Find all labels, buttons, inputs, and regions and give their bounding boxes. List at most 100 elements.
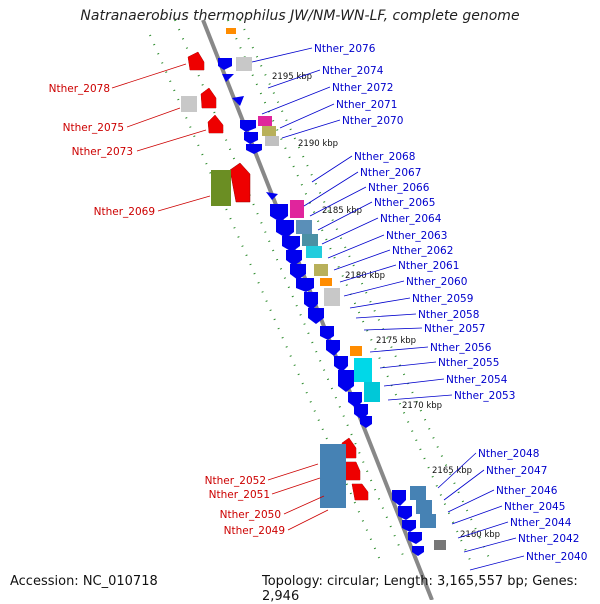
gene-label: Nther_2067: [360, 167, 421, 179]
tick-label: 2170 kbp: [402, 401, 442, 411]
gene-reverse: [308, 308, 324, 324]
gene-reverse: [222, 74, 234, 82]
gene-label: Nther_2071: [336, 99, 397, 111]
tick-label: 2180 kbp: [345, 271, 385, 281]
gene-forward: [229, 162, 251, 203]
gene-steel: [416, 500, 432, 514]
gene-teal: [302, 234, 318, 246]
gene-label: Nther_2058: [418, 309, 479, 321]
gene-magenta: [258, 116, 272, 126]
gene-reverse: [338, 370, 354, 392]
tick-label: 2195 kbp: [272, 72, 312, 82]
gene-label: Nther_2060: [406, 276, 467, 288]
gene-reverse: [270, 204, 288, 222]
gene-reverse: [398, 506, 412, 520]
gene-reverse: [290, 264, 306, 280]
gene-reverse: [296, 278, 314, 292]
gene-gray: [324, 288, 340, 306]
gene-reverse: [408, 532, 422, 544]
gene-label: Nther_2061: [398, 260, 459, 272]
tick-label: 2185 kbp: [322, 206, 362, 216]
label-connectors: [111, 47, 525, 571]
gene-label: Nther_2074: [322, 65, 384, 77]
gene-label: Nther_2076: [314, 43, 376, 55]
gene-label: Nther_2044: [510, 517, 572, 529]
gene-label: Nther_2051: [209, 489, 270, 501]
gene-magenta: [290, 200, 304, 218]
gene-label: Nther_2063: [386, 230, 447, 242]
gene-label: Nther_2049: [224, 525, 285, 537]
gene-reverse: [240, 120, 256, 132]
gene-label: Nther_2064: [380, 213, 442, 225]
gene-label: Nther_2057: [424, 323, 485, 335]
gene-label: Nther_2069: [94, 206, 155, 218]
gene-reverse: [266, 192, 278, 200]
gene-gray: [434, 540, 446, 550]
gene-label: Nther_2078: [49, 83, 110, 95]
gene-reverse: [218, 58, 232, 70]
gene-orange: [320, 278, 332, 286]
gene-label: Nther_2055: [438, 357, 499, 369]
gene-steel: [320, 444, 346, 508]
tick-label: 2190 kbp: [298, 139, 338, 149]
gene-label: Nther_2070: [342, 115, 403, 127]
gene-cyan: [354, 358, 372, 382]
forward-gene-fill: [188, 52, 368, 500]
tick-labels: 2195 kbp 2190 kbp 2185 kbp 2180 kbp 2175…: [272, 72, 500, 540]
gene-steel: [410, 486, 426, 500]
gene-reverse: [402, 520, 416, 532]
accession-text: Accession: NC_010718: [10, 574, 158, 589]
gene-khaki: [314, 264, 328, 276]
gene-gray: [265, 136, 279, 146]
gene-reverse: [244, 132, 258, 144]
gene-label: Nther_2072: [332, 82, 393, 94]
gene-label: Nther_2047: [486, 465, 547, 477]
gene-orange: [350, 346, 362, 356]
gene-reverse: [232, 96, 244, 106]
gene-label: Nther_2068: [354, 151, 415, 163]
gene-khaki: [262, 126, 276, 136]
gene-reverse: [360, 416, 372, 428]
gene-label: Nther_2052: [205, 475, 266, 487]
gene-cyan: [306, 246, 322, 258]
gene-label: Nther_2045: [504, 501, 565, 513]
gene-reverse: [334, 356, 348, 372]
gene-label: Nther_2053: [454, 390, 515, 402]
reverse-gene-labels: Nther_2076 Nther_2074 Nther_2072 Nther_2…: [314, 43, 587, 563]
gene-label: Nther_2062: [392, 245, 453, 257]
genome-title: Natranaerobius thermophilus JW/NM-WN-LF,…: [80, 8, 520, 24]
tick-label: 2160 kbp: [460, 530, 500, 540]
gene-label: Nther_2073: [72, 146, 133, 158]
gene-label: Nther_2046: [496, 485, 558, 497]
gene-label: Nther_2056: [430, 342, 492, 354]
gene-reverse: [320, 326, 334, 340]
gene-steel: [296, 220, 312, 234]
gene-label: Nther_2040: [526, 551, 587, 563]
other-genes: [181, 28, 446, 550]
gene-reverse: [286, 250, 302, 266]
gene-label: Nther_2048: [478, 448, 539, 460]
forward-gene-labels: Nther_2078 Nther_2075 Nther_2073 Nther_2…: [49, 83, 285, 537]
gene-gray: [236, 57, 252, 71]
gene-label: Nther_2050: [220, 509, 281, 521]
gene-gray: [181, 96, 197, 112]
gene-label: Nther_2066: [368, 182, 430, 194]
gene-reverse: [392, 490, 406, 506]
gene-reverse: [276, 220, 294, 238]
gene-reverse: [412, 546, 424, 556]
tick-label: 2175 kbp: [376, 336, 416, 346]
gene-label: Nther_2065: [374, 197, 435, 209]
gene-olive: [211, 170, 231, 206]
gene-reverse: [304, 292, 318, 310]
gene-steel: [420, 514, 436, 528]
gene-label: Nther_2042: [518, 533, 579, 545]
gene-label: Nther_2075: [63, 122, 124, 134]
gene-orange: [226, 28, 236, 34]
gene-reverse: [326, 340, 340, 356]
gene-reverse: [246, 144, 262, 154]
gene-label: Nther_2059: [412, 293, 473, 305]
gene-cyan: [364, 382, 380, 402]
reverse-genes: [218, 58, 424, 556]
tick-label: 2165 kbp: [432, 466, 472, 476]
